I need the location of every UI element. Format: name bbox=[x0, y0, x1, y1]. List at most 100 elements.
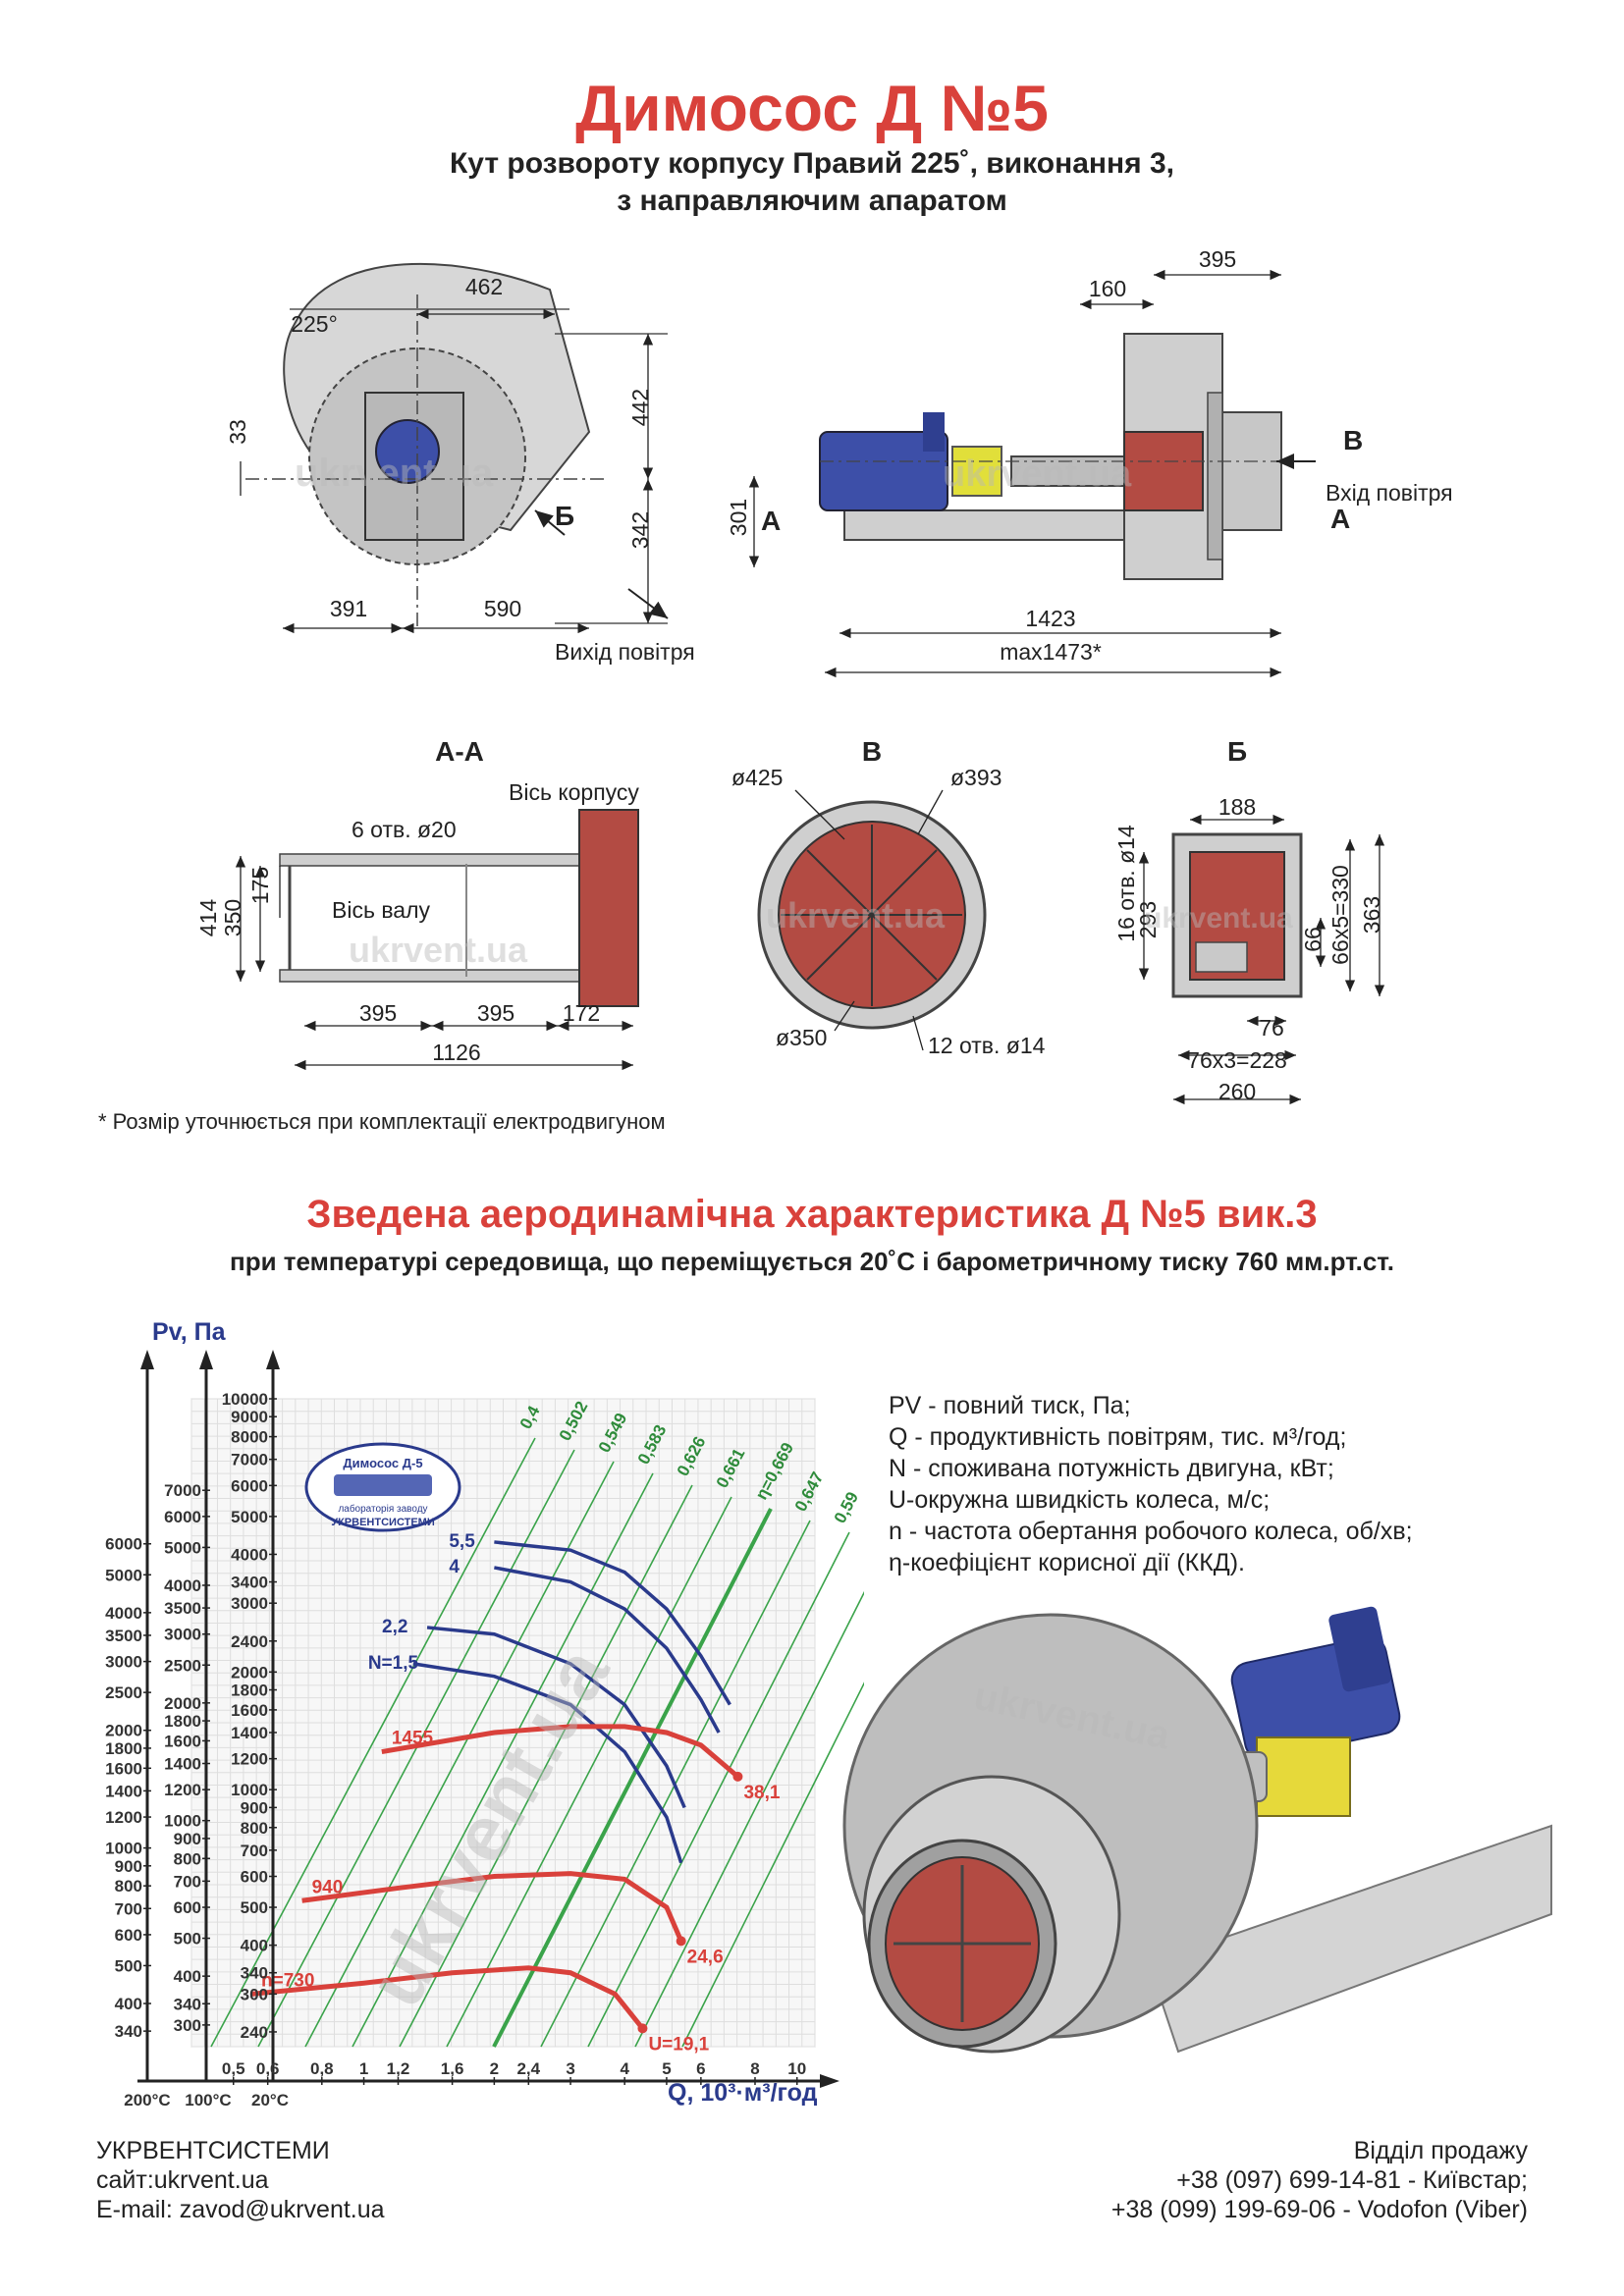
chart-section-subtitle: при температурі середовища, що переміщує… bbox=[230, 1247, 1394, 1276]
y-tick-label: 800 bbox=[174, 1849, 201, 1868]
subtitle-line-2: з направляючим апаратом bbox=[617, 185, 1007, 217]
section-b: В ø425 ø393 ø350 12 отв. ø14 ukrvent.ua bbox=[731, 736, 1046, 1058]
y-tick-label: 7000 bbox=[164, 1481, 201, 1500]
x-tick-label: 1,2 bbox=[387, 2059, 410, 2078]
dim-76: 76 bbox=[1259, 1015, 1284, 1041]
power-curve-label: 5,5 bbox=[449, 1531, 475, 1552]
dim-33: 33 bbox=[225, 419, 250, 445]
dim-350: 350 bbox=[220, 899, 245, 936]
y-tick-label: 2500 bbox=[164, 1656, 201, 1675]
y-tick-label: 340 bbox=[115, 2022, 142, 2041]
dim-76x3: 76х3=228 bbox=[1187, 1047, 1287, 1073]
y-tick-label: 240 bbox=[241, 2023, 268, 2042]
y-tick-label: 2000 bbox=[231, 1663, 268, 1682]
y-tick-label: 300 bbox=[174, 2016, 201, 2035]
y-tick-label: 3000 bbox=[164, 1626, 201, 1644]
y-tick-label: 7000 bbox=[231, 1451, 268, 1469]
shaft-axis-label: Вісь валу bbox=[332, 897, 430, 923]
efficiency-line bbox=[399, 1484, 693, 2048]
dim-d425: ø425 bbox=[731, 765, 783, 790]
speed-label: n=730 bbox=[261, 1970, 314, 1991]
speed-label: 1455 bbox=[392, 1729, 434, 1749]
y-tick-label: 4000 bbox=[105, 1604, 142, 1623]
dim-395b: 395 bbox=[477, 1000, 514, 1026]
x-axis-arrow bbox=[820, 2074, 839, 2088]
sales-title: Відділ продажу bbox=[1353, 2137, 1528, 2164]
holes-bb: 16 отв. ø14 bbox=[1113, 825, 1139, 942]
section-bb: Б 188 16 отв. ø14 293 66 66х5=330 363 76… bbox=[1113, 736, 1385, 1105]
y-tick-label: 6000 bbox=[105, 1535, 142, 1554]
chart-section-title: Зведена аеродинамічна характеристика Д №… bbox=[306, 1193, 1318, 1236]
legend-line-2: Q - продуктивність повітрям, тис. м³/год… bbox=[889, 1423, 1347, 1451]
power-curve bbox=[426, 1626, 686, 1809]
power-curve bbox=[494, 1540, 731, 1706]
sales-phone-1[interactable]: +38 (097) 699-14-81 - Київстар; bbox=[1176, 2166, 1528, 2194]
marker-a-right: A bbox=[1330, 504, 1350, 534]
speed-curve bbox=[381, 1724, 740, 1779]
y-tick-label: 600 bbox=[241, 1868, 268, 1887]
company-email[interactable]: E-mail: zavod@ukrvent.ua bbox=[96, 2196, 385, 2223]
y-tick-label: 3000 bbox=[105, 1653, 142, 1672]
efficiency-line bbox=[304, 1461, 615, 2048]
y-tick-label: 800 bbox=[241, 1819, 268, 1838]
x-temp-label: 20°C bbox=[251, 2091, 289, 2109]
watermark-aa: ukrvent.ua bbox=[349, 930, 528, 970]
y-tick-label: 2500 bbox=[105, 1683, 142, 1702]
dim-391: 391 bbox=[330, 596, 367, 621]
badge-line-3: УКРВЕНТСИСТЕМИ bbox=[331, 1517, 435, 1528]
y-tick-label: 1800 bbox=[105, 1739, 142, 1758]
y-tick-label: 2400 bbox=[231, 1632, 268, 1651]
x-axis-title: Q, 10³·м³/год bbox=[668, 2079, 818, 2107]
y-axis-arrow bbox=[266, 1350, 280, 1369]
x-tick-label: 0,6 bbox=[256, 2059, 280, 2078]
legend-line-6: η-коефіцієнт корисної дії (ККД). bbox=[889, 1549, 1245, 1576]
marker-b-side: B bbox=[1343, 425, 1363, 455]
x-tick-label: 1,6 bbox=[441, 2059, 464, 2078]
y-axes: 6000500040003500300025002000180016001400… bbox=[105, 1350, 280, 2081]
y-tick-label: 10000 bbox=[222, 1390, 268, 1409]
dim-1423: 1423 bbox=[1025, 606, 1075, 631]
badge-line-1: Димосос Д-5 bbox=[343, 1456, 422, 1470]
legend-line-4: U-окружна швидкість колеса, м/с; bbox=[889, 1486, 1271, 1514]
fan-render: ukrvent.ua bbox=[842, 1606, 1552, 2054]
y-tick-label: 500 bbox=[241, 1898, 268, 1917]
company-site[interactable]: сайт:ukrvent.ua bbox=[96, 2166, 269, 2194]
dim-160: 160 bbox=[1089, 276, 1126, 301]
y-tick-label: 500 bbox=[174, 1930, 201, 1949]
y-tick-label: 500 bbox=[115, 1956, 142, 1975]
power-curve-label: N=1,5 bbox=[368, 1653, 419, 1674]
y-tick-label: 9000 bbox=[231, 1408, 268, 1426]
page-title: Димосос Д №5 bbox=[575, 72, 1049, 144]
section-b-label: В bbox=[862, 736, 882, 767]
watermark-b: ukrvent.ua bbox=[766, 895, 946, 935]
power-curve bbox=[494, 1566, 721, 1734]
y-tick-label: 1600 bbox=[105, 1759, 142, 1778]
y-tick-label: 1400 bbox=[231, 1724, 268, 1742]
dim-590: 590 bbox=[484, 596, 521, 621]
efficiency-label: 0,59 bbox=[831, 1489, 862, 1526]
dim-1126: 1126 bbox=[432, 1040, 480, 1065]
y-tick-label: 700 bbox=[115, 1899, 142, 1918]
legend-line-3: N - споживана потужність двигуна, кВт; bbox=[889, 1455, 1334, 1482]
x-tick-label: 5 bbox=[662, 2059, 671, 2078]
efficiency-line bbox=[634, 1590, 864, 2048]
y-tick-label: 1200 bbox=[231, 1750, 268, 1769]
speed-endpoint bbox=[732, 1771, 743, 1782]
y-tick-label: 400 bbox=[174, 1967, 201, 1986]
y-tick-label: 700 bbox=[241, 1842, 268, 1860]
y-tick-label: 1400 bbox=[105, 1782, 142, 1800]
y-tick-label: 1000 bbox=[164, 1812, 201, 1831]
dim-175: 175 bbox=[247, 867, 273, 904]
y-tick-label: 600 bbox=[115, 1926, 142, 1945]
y-tick-label: 5000 bbox=[105, 1566, 142, 1584]
sales-phone-2[interactable]: +38 (099) 199-69-06 - Vodofon (Viber) bbox=[1110, 2196, 1528, 2223]
speed-endpoint bbox=[637, 2023, 648, 2034]
subtitle-line-1: Кут розвороту корпусу Правий 225˚, викон… bbox=[449, 147, 1174, 180]
inlet-label: Вхід повітря bbox=[1326, 480, 1453, 506]
section-aa: А-А 6 отв. ø20 Вісь корпусу Вісь валу 41… bbox=[195, 736, 639, 1071]
watermark-side: ukrvent.ua bbox=[943, 454, 1132, 495]
x-tick-label: 3 bbox=[566, 2059, 574, 2078]
marker-a-left: A bbox=[761, 506, 781, 536]
y-tick-label: 1000 bbox=[231, 1781, 268, 1799]
